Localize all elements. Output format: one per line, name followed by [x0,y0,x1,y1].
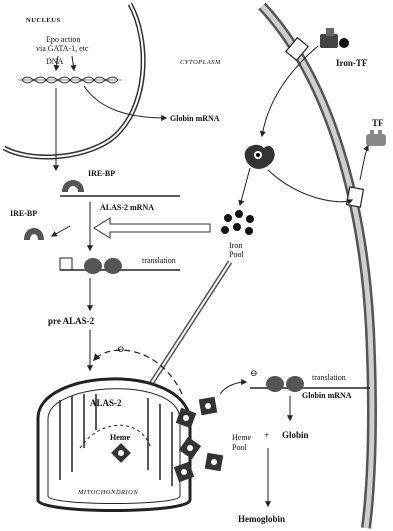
tf-label: TF [372,118,384,128]
transcription-arrows [56,86,166,170]
iron-pool-label-2: Pool [229,250,244,259]
iron-pool-label-1: Iron [229,241,242,250]
translation-right-label: translation [312,373,346,382]
heme-to-translation-arrow [220,382,246,394]
mitochondrion-label: MITOCHONDRION [77,489,138,496]
dna-helix-icon [18,77,122,83]
dna-label: DNA [46,57,64,66]
translation-top-label: translation [142,256,176,265]
ire-bp-left-label: IRE-BP [10,209,37,218]
iron-tf-label: Iron-TF [336,58,368,68]
apo-tf-icon [366,130,386,146]
cytoplasm-label: CYTOPLASM [180,59,221,66]
heme-pool-label-2: Pool [232,443,247,452]
epo-action-label-1: Epo action [46,35,80,44]
pre-alas2-label: pre ALAS-2 [48,316,95,326]
cell-membrane [262,6,372,528]
iron-pool-dots [221,210,254,235]
alas2-mrna-label: ALAS-2 mRNA [100,203,154,212]
alas2-label: ALAS-2 [90,398,122,408]
hemoglobin-label: Hemoglobin [238,514,285,524]
nucleus-membrane [4,4,143,157]
inhibit-symbol-1: ⊖ [117,344,125,354]
iron-pool-double-arrow [94,218,210,238]
heme-pool-label-1: Heme [232,433,252,442]
ire-bp-free-icon [24,228,44,240]
ire-bp-bound-icon [62,180,84,192]
plus-sign: + [264,430,269,440]
iron-tf-icon [320,28,349,48]
epo-action-label-2: via GATA-1, etc [36,44,89,53]
globin-mrna-nucleus-label: Globin mRNA [170,114,220,123]
globin-label: Globin [282,430,309,440]
ribosome-translation-right [250,376,370,392]
heme-label: Heme [110,433,130,442]
endosome-icon [245,145,275,169]
inhibit-symbol-2: ⊖ [250,368,258,378]
ire-bp-top-label: IRE-BP [88,169,115,178]
ire-bp-release-arrow [52,226,70,236]
globin-mrna-cyto-label: Globin mRNA [302,391,352,400]
nucleus-label: NUCLEUS [26,17,61,24]
